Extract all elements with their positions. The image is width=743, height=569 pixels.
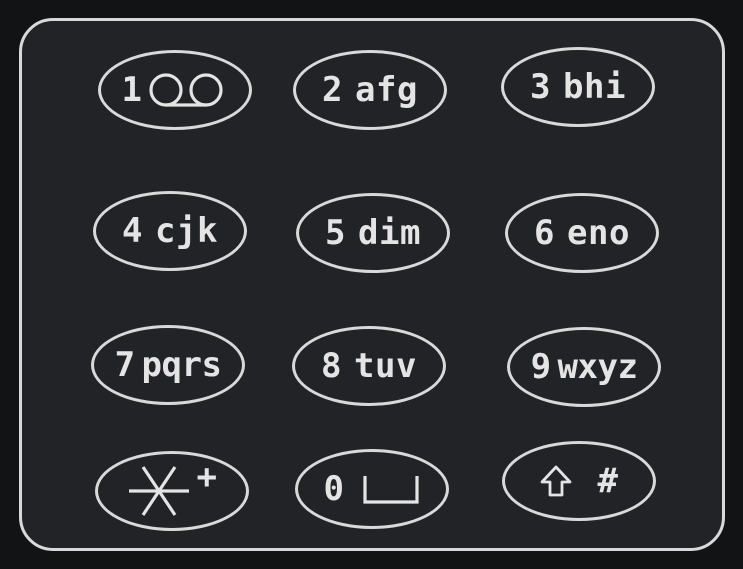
key-9-digit: 9 <box>530 347 552 387</box>
key-1[interactable]: 1 <box>98 50 252 130</box>
key-9[interactable]: 9 wxyz <box>507 327 661 407</box>
key-2[interactable]: 2 afg <box>293 50 447 130</box>
key-8[interactable]: 8 tuv <box>292 326 446 406</box>
key-hash-symbol: # <box>597 461 619 501</box>
key-6-letters: eno <box>567 213 630 253</box>
key-0-digit: 0 <box>323 469 345 509</box>
key-0[interactable]: 0 <box>295 449 449 529</box>
key-2-digit: 2 <box>322 70 344 110</box>
key-3[interactable]: 3 bhi <box>501 47 655 127</box>
key-7-digit: 7 <box>114 345 136 385</box>
key-2-letters: afg <box>355 70 418 110</box>
key-3-digit: 3 <box>530 67 552 107</box>
key-4-digit: 4 <box>122 211 144 251</box>
key-3-letters: bhi <box>563 67 626 107</box>
key-4[interactable]: 4 cjk <box>93 191 247 271</box>
space-icon <box>362 472 420 506</box>
key-6-digit: 6 <box>534 213 556 253</box>
key-star[interactable]: + <box>95 451 249 531</box>
key-9-letters: wxyz <box>557 347 638 387</box>
key-1-digit: 1 <box>121 70 143 110</box>
key-8-letters: tuv <box>354 346 417 386</box>
key-5-letters: dim <box>358 213 421 253</box>
key-7-letters: pqrs <box>141 345 222 385</box>
key-4-letters: cjk <box>155 211 218 251</box>
key-6[interactable]: 6 eno <box>505 193 659 273</box>
asterisk-icon <box>127 463 191 519</box>
key-7[interactable]: 7 pqrs <box>91 325 245 405</box>
key-star-plus: + <box>196 457 218 497</box>
voicemail-icon <box>146 70 228 110</box>
key-5[interactable]: 5 dim <box>296 193 450 273</box>
key-5-digit: 5 <box>325 213 347 253</box>
shift-arrow-icon <box>540 464 572 498</box>
key-hash[interactable]: # <box>502 441 656 521</box>
key-8-digit: 8 <box>321 346 343 386</box>
